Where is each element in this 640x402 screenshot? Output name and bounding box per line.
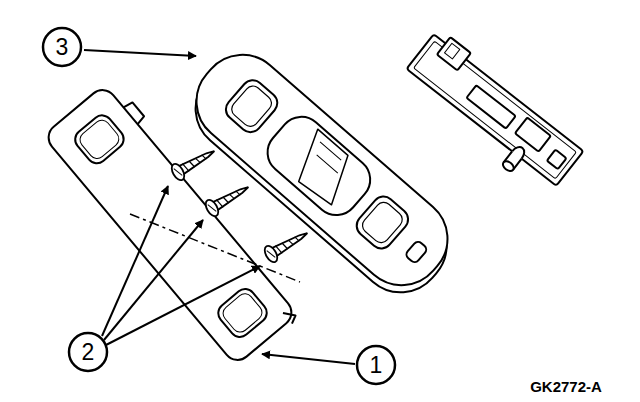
callout-number: 1 (370, 354, 383, 377)
callout-number: 3 (56, 36, 69, 59)
leader-arrows (84, 50, 355, 364)
latch-mechanism (396, 28, 589, 200)
figure-id: GK2772-A (530, 379, 602, 394)
handle-trim-plate (43, 78, 307, 369)
callout-number: 2 (82, 341, 95, 364)
callout-circles (43, 28, 395, 384)
screws (169, 143, 312, 264)
